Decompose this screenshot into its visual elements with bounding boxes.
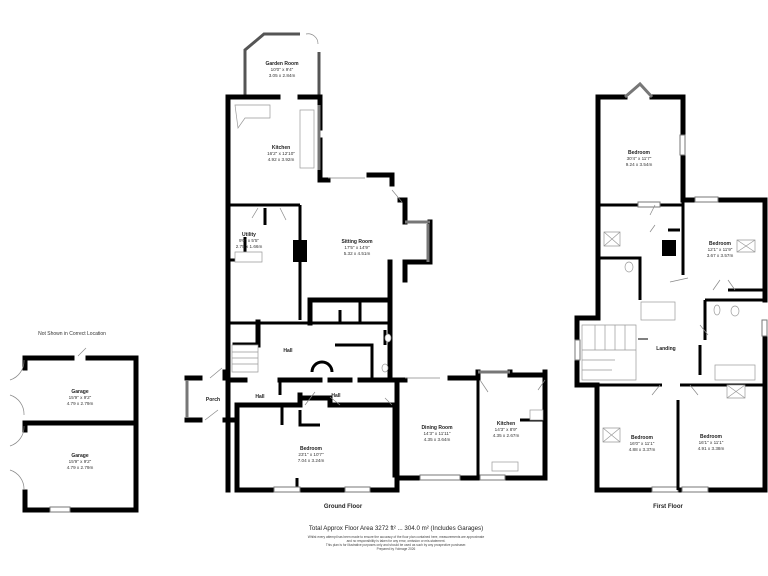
garage-2-imperial: 15'9" x 9'2" (69, 459, 92, 464)
toilet (381, 363, 389, 373)
skylight (603, 231, 621, 247)
garage-1-name: Garage (71, 389, 88, 395)
kitchen-2-metric: 4.35 x 2.67m (493, 433, 520, 438)
garage-1-metric: 4.79 x 2.79m (67, 401, 94, 406)
kitchen-2-sink (491, 461, 519, 472)
bath (714, 364, 756, 381)
first-floor: Bedroom 30'4" x 11'7" 9.24 x 3.54m Bedro… (574, 81, 768, 510)
bedroom-1-imperial: 30'4" x 11'7" (627, 156, 652, 161)
toilet (713, 304, 721, 316)
disclaimer-line: This plan is for illustrative purposes o… (326, 543, 467, 547)
sitting-room-imperial: 17'5" x 14'9" (344, 245, 370, 250)
chimney-breast (662, 240, 676, 256)
sitting-room-metric: 5.32 x 4.51m (344, 251, 371, 256)
bedroom-3-imperial: 16'0" x 11'1" (630, 441, 655, 446)
disclaimer-line: and no responsibility is taken for any e… (347, 539, 446, 543)
bedroom-imperial: 23'1" x 10'7" (298, 452, 324, 457)
landing-name: Landing (656, 346, 675, 352)
hall-label: Hall (331, 393, 341, 399)
dining-room-metric: 4.35 x 3.64m (424, 437, 451, 442)
not-shown-note: Not Shown in Correct Location (38, 331, 106, 337)
ground-floor: Garden Room 10'0" x 9'4" 3.05 x 2.84m Ki… (184, 32, 548, 510)
disclaimer-line: Prepared by YoImage 2026 (377, 547, 416, 551)
bedroom-3-name: Bedroom (631, 435, 654, 441)
garden-room-imperial: 10'0" x 9'4" (271, 67, 294, 72)
footer: Total Approx Floor Area 3272 ft² ... 304… (308, 525, 485, 551)
bedroom-3-metric: 4.88 x 3.37m (629, 447, 656, 452)
toilet (624, 261, 634, 273)
skylight (736, 239, 756, 253)
bedroom-metric: 7.04 x 3.24m (298, 458, 325, 463)
garden-room-metric: 3.05 x 2.84m (269, 73, 296, 78)
kitchen-name: Kitchen (272, 145, 290, 151)
garage-2-name: Garage (71, 453, 88, 459)
dining-room-imperial: 14'3" x 11'11" (423, 431, 450, 436)
utility-imperial: 9'0" x 5'5" (239, 238, 259, 243)
kitchen-2-name: Kitchen (497, 421, 515, 427)
ground-floor-label: Ground Floor (324, 504, 363, 510)
bedroom-2-metric: 3.67 x 3.57m (707, 253, 734, 258)
bedroom-2-imperial: 12'1" x 11'9" (708, 247, 733, 252)
kitchen-imperial: 16'2" x 12'10" (267, 151, 295, 156)
stairs (231, 344, 259, 373)
utility-metric: 2.75 x 1.66m (236, 244, 263, 249)
kitchen-metric: 4.92 x 3.92m (268, 157, 295, 162)
utility-name: Utility (242, 232, 256, 238)
bedroom-name: Bedroom (300, 446, 323, 452)
bedroom-1-name: Bedroom (628, 150, 651, 156)
kitchen-worktop (299, 109, 315, 169)
hall-label: Hall (255, 394, 265, 400)
total-area: Total Approx Floor Area 3272 ft² ... 304… (309, 525, 483, 532)
garage-window (49, 506, 71, 513)
disclaimer-line: Whilst every attempt has been made to en… (308, 535, 485, 539)
bedroom-4-metric: 4.91 x 3.38m (698, 446, 725, 451)
garage-2-metric: 4.79 x 2.79m (67, 465, 94, 470)
garage-doors (9, 347, 87, 491)
sitting-room-name: Sitting Room (341, 239, 373, 245)
shower (640, 301, 676, 321)
bedroom-2-name: Bedroom (709, 241, 732, 247)
garden-room-name: Garden Room (265, 61, 299, 67)
kitchen-2-imperial: 14'3" x 8'9" (495, 427, 518, 432)
utility-sink (234, 251, 263, 263)
kitchen-sink-unit (234, 104, 271, 129)
porch-name: Porch (206, 397, 220, 403)
hall-label: Hall (283, 348, 293, 354)
chimney-breast (293, 240, 307, 262)
skylight (602, 427, 621, 443)
dining-room-name: Dining Room (421, 425, 453, 431)
garage-1-imperial: 15'9" x 9'2" (69, 395, 92, 400)
bedroom-1-metric: 9.24 x 3.54m (626, 162, 653, 167)
garden-room-windows (243, 32, 321, 96)
bedroom-4-name: Bedroom (700, 434, 723, 440)
bedroom-4-imperial: 16'1" x 11'1" (699, 440, 724, 445)
garage-block: Not Shown in Correct Location Garage 15'… (9, 331, 139, 513)
toilet (384, 333, 392, 343)
first-floor-label: First Floor (653, 504, 683, 510)
skylight (726, 384, 746, 399)
stairs (581, 324, 637, 381)
toilet (730, 305, 740, 317)
